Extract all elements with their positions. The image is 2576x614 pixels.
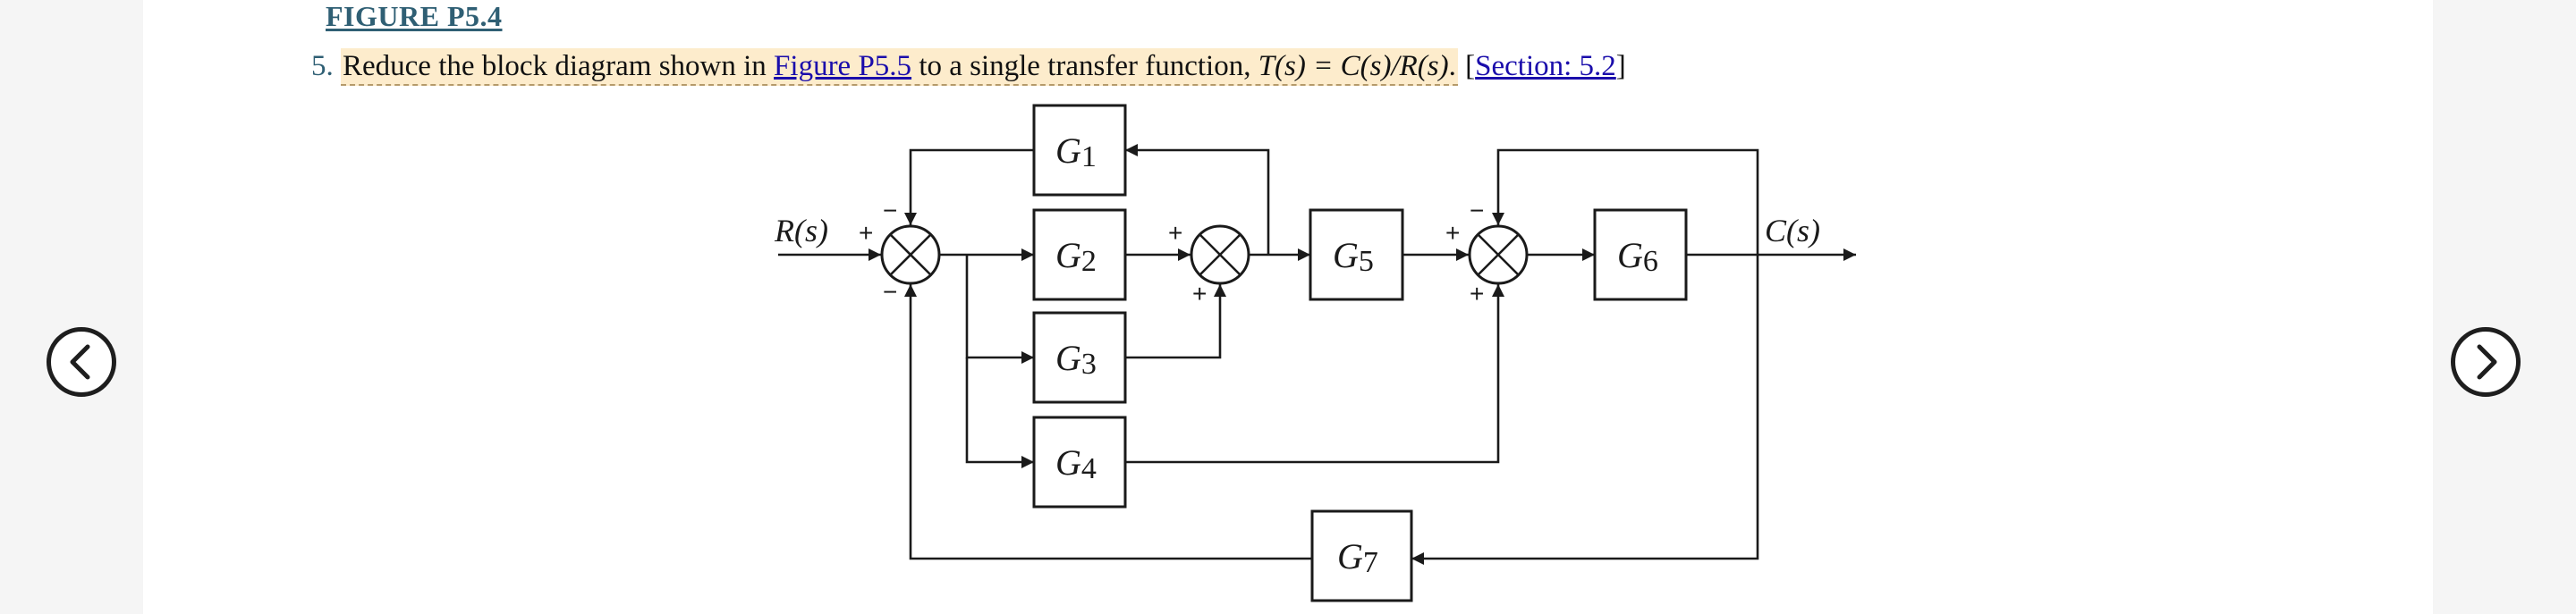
block-g3: G3 bbox=[1032, 311, 1127, 404]
block-g7: G7 bbox=[1310, 509, 1413, 602]
svg-text:G4: G4 bbox=[1055, 442, 1097, 485]
block-g7-sub: 7 bbox=[1363, 546, 1378, 579]
sign-sj2-top: + bbox=[1168, 219, 1182, 247]
problem-statement: 5. Reduce the block diagram shown in Fig… bbox=[311, 48, 1626, 86]
block-g5: G5 bbox=[1309, 208, 1404, 301]
block-g5-sub: 5 bbox=[1359, 245, 1374, 278]
block-g2: G2 bbox=[1032, 208, 1127, 301]
figure-link[interactable]: Figure P5.5 bbox=[774, 50, 912, 82]
chevron-left-icon bbox=[70, 344, 90, 380]
section-link[interactable]: Section: 5.2 bbox=[1475, 50, 1616, 82]
problem-text-before: Reduce the block diagram shown in bbox=[343, 50, 775, 82]
wire-g1-sj1 bbox=[904, 148, 1034, 225]
block-g6: G6 bbox=[1593, 208, 1688, 301]
summing-junction-1 bbox=[880, 224, 941, 285]
sign-sj1-top: − bbox=[883, 197, 897, 224]
problem-text-end: . bbox=[1448, 50, 1456, 82]
block-g6-sub: 6 bbox=[1643, 245, 1658, 278]
wire-g7-sj1 bbox=[904, 284, 1312, 560]
output-label: C(s) bbox=[1765, 213, 1820, 248]
problem-text-after: to a single transfer function, bbox=[911, 50, 1258, 82]
block-g2-sub: 2 bbox=[1081, 245, 1097, 278]
sign-sj3-top: − bbox=[1470, 197, 1484, 224]
block-g2-name: G bbox=[1055, 235, 1081, 275]
svg-text:G5: G5 bbox=[1333, 235, 1374, 278]
block-g7-name: G bbox=[1337, 536, 1363, 576]
block-g4-sub: 4 bbox=[1081, 452, 1097, 485]
input-label: R(s) bbox=[774, 213, 828, 248]
block-g1-sub: 1 bbox=[1081, 140, 1097, 173]
previous-button[interactable] bbox=[47, 327, 116, 397]
block-g5-name: G bbox=[1333, 235, 1359, 275]
sign-sj3-bottom: + bbox=[1470, 280, 1484, 307]
sign-sj1-bottom: − bbox=[883, 278, 897, 306]
block-g4: G4 bbox=[1032, 416, 1127, 509]
next-button[interactable] bbox=[2451, 327, 2521, 397]
transfer-function-formula: T(s) = C(s)/R(s) bbox=[1258, 50, 1449, 82]
wire-sj2-g1-feedback bbox=[1125, 144, 1270, 255]
wire-g4-sj3 bbox=[1125, 284, 1504, 464]
wire-output-g7 bbox=[1411, 255, 1759, 565]
wire-to-g4 bbox=[965, 357, 1034, 468]
block-g3-name: G bbox=[1055, 338, 1081, 378]
wire-to-g3 bbox=[965, 255, 1034, 364]
summing-junction-3 bbox=[1468, 224, 1529, 285]
block-g6-name: G bbox=[1617, 235, 1643, 275]
block-g1: G1 bbox=[1032, 104, 1127, 197]
problem-number: 5. bbox=[311, 50, 334, 82]
figure-caption[interactable]: FIGURE P5.4 bbox=[326, 0, 503, 32]
block-g4-name: G bbox=[1055, 442, 1081, 483]
content-panel bbox=[143, 0, 2433, 614]
chevron-right-icon bbox=[2477, 344, 2497, 380]
block-g1-name: G bbox=[1055, 130, 1081, 171]
svg-text:G3: G3 bbox=[1055, 338, 1097, 381]
sign-sj2-bottom: + bbox=[1192, 280, 1207, 307]
svg-text:G7: G7 bbox=[1337, 536, 1378, 579]
svg-text:G2: G2 bbox=[1055, 235, 1097, 278]
section-bracket-close: ] bbox=[1615, 50, 1626, 82]
section-bracket-open: [ bbox=[1465, 50, 1476, 82]
sign-sj1-left: + bbox=[859, 219, 873, 247]
highlighted-text: Reduce the block diagram shown in Figure… bbox=[341, 48, 1458, 86]
summing-junction-2 bbox=[1190, 224, 1250, 285]
svg-text:G6: G6 bbox=[1617, 235, 1658, 278]
svg-text:G1: G1 bbox=[1055, 130, 1097, 173]
wire-g3-sj2 bbox=[1125, 284, 1226, 359]
sign-sj3-left: + bbox=[1445, 219, 1460, 247]
block-g3-sub: 3 bbox=[1081, 348, 1097, 381]
wire-output-sj3-feedback bbox=[1492, 148, 1759, 255]
